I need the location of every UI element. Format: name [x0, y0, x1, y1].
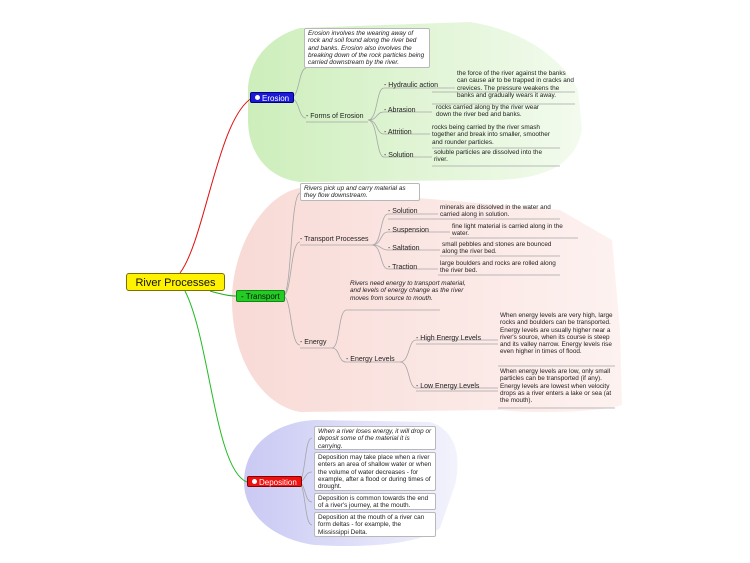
- traction-label[interactable]: - Traction: [388, 264, 418, 271]
- connector-root-transport: [209, 290, 237, 297]
- deposition-note: When a river loses energy, it will drop …: [314, 426, 436, 450]
- collapse-marker-icon[interactable]: [255, 95, 260, 101]
- deposition-item-2: Deposition is common towards the end of …: [314, 493, 436, 510]
- abrasion-desc: rocks carried along by the river wear do…: [436, 104, 540, 119]
- saltation-desc: small pebbles and stones are bounced alo…: [442, 241, 552, 256]
- erosion-label: Erosion: [262, 94, 290, 103]
- suspension-desc: fine light material is carried along in …: [452, 223, 563, 238]
- connector-root-erosion: [179, 97, 253, 274]
- root-node[interactable]: River Processes: [126, 273, 225, 291]
- transport-solution-desc: minerals are dissolved in the water and …: [440, 204, 551, 219]
- energy-levels-label[interactable]: - Energy Levels: [346, 356, 395, 363]
- low-energy-levels-label[interactable]: - Low Energy Levels: [416, 383, 480, 390]
- connector-root-deposition: [184, 290, 248, 483]
- high-energy-levels-desc: When energy levels are very high, large …: [500, 312, 613, 356]
- deposition-item-1: Deposition may take place when a river e…: [314, 452, 436, 491]
- erosion-node[interactable]: Erosion: [250, 92, 295, 103]
- hydraulic-action-label[interactable]: - Hydraulic action: [384, 82, 439, 89]
- erosion-solution-desc: soluble particles are dissolved into the…: [434, 149, 542, 164]
- sub-connectors: [282, 67, 615, 526]
- transport-note: Rivers pick up and carry material as the…: [300, 183, 420, 201]
- abrasion-label[interactable]: - Abrasion: [384, 107, 416, 114]
- deposition-label: Deposition: [259, 478, 297, 487]
- attrition-desc: rocks being carried by the river smash t…: [432, 124, 550, 146]
- attrition-label[interactable]: - Attrition: [384, 129, 412, 136]
- saltation-label[interactable]: - Saltation: [388, 245, 420, 252]
- transport-boundary: [232, 188, 622, 413]
- low-energy-levels-desc: When energy levels are low, only small p…: [500, 368, 612, 405]
- deposition-item-3: Deposition at the mouth of a river can f…: [314, 512, 436, 537]
- erosion-note: Erosion involves the wearing away of roc…: [304, 28, 430, 68]
- traction-desc: large boulders and rocks are rolled alon…: [440, 260, 556, 275]
- erosion-solution-label[interactable]: - Solution: [384, 152, 414, 159]
- deposition-node[interactable]: Deposition: [247, 476, 302, 487]
- transport-label: - Transport: [241, 292, 280, 301]
- energy-note: Rivers need energy to transport material…: [350, 280, 466, 302]
- transport-node[interactable]: - Transport: [236, 290, 285, 302]
- hydraulic-action-desc: the force of the river against the banks…: [457, 70, 574, 99]
- energy-label[interactable]: - Energy: [300, 339, 327, 346]
- forms-of-erosion-label[interactable]: - Forms of Erosion: [306, 113, 364, 120]
- suspension-label[interactable]: - Suspension: [388, 227, 429, 234]
- collapse-marker-icon[interactable]: [252, 479, 257, 485]
- transport-processes-label[interactable]: - Transport Processes: [300, 236, 369, 243]
- transport-solution-label[interactable]: - Solution: [388, 208, 418, 215]
- high-energy-levels-label[interactable]: - High Energy Levels: [416, 335, 481, 342]
